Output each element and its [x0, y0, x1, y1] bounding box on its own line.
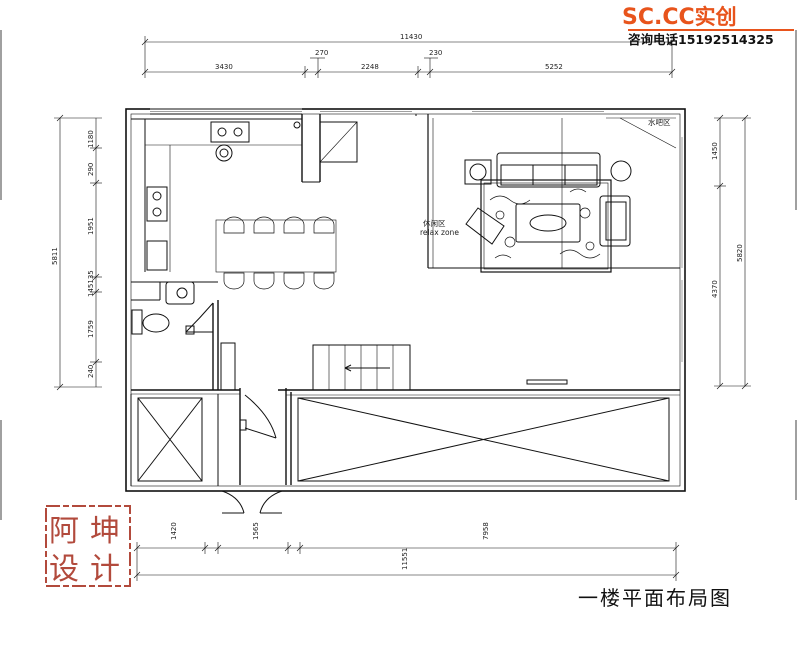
dim-right-seg-2: 4370: [711, 280, 719, 298]
dim-left-seg-4: 145135: [87, 270, 95, 297]
dim-left-seg-3: 1951: [87, 217, 95, 235]
dim-right-seg-1: 1450: [711, 142, 719, 160]
seal-char-1: 阿: [49, 514, 79, 549]
seal-char-2: 坤: [90, 514, 120, 549]
designer-seal: 阿 坤 设 计: [45, 505, 131, 587]
dim-left-seg-2: 290: [87, 163, 95, 176]
dim-top-seg-2: 270: [315, 49, 328, 57]
hotline-number: 15192514325: [678, 32, 774, 47]
dim-bottom-overall: 11551: [401, 548, 409, 570]
dim-left-seg-6: 240: [87, 365, 95, 378]
seal-char-3: 设: [49, 552, 79, 587]
dim-left-seg-5: 1759: [87, 320, 95, 338]
brand-hotline: 咨询电话15192514325: [628, 32, 774, 48]
dim-bottom-seg-3: 7958: [482, 522, 490, 540]
room-label-water-bar: 水吧区: [648, 117, 671, 127]
dim-right-overall: 5820: [736, 244, 744, 262]
hotline-label: 咨询电话: [628, 32, 679, 47]
dim-left-overall: 5811: [51, 247, 59, 265]
dim-bottom-seg-1: 1420: [170, 522, 178, 540]
dim-top-seg-1: 3430: [215, 63, 233, 71]
dim-top-seg-3: 2248: [361, 63, 379, 71]
dim-bottom-seg-2: 1565: [252, 522, 260, 540]
room-label-relax-cn: 休闲区: [423, 218, 446, 228]
brand-divider: [628, 29, 794, 31]
plan-title: 一楼平面布局图: [578, 586, 732, 610]
dim-top-overall: 11430: [400, 33, 422, 41]
seal-char-4: 计: [90, 552, 120, 587]
room-label-relax-en: relax zone: [420, 228, 459, 237]
dim-left-seg-1: 1180: [87, 130, 95, 148]
brand-logo: SC.CC实创: [622, 5, 737, 30]
dim-top-seg-4: 230: [429, 49, 442, 57]
brand-logo-block: SC.CC实创 咨询电话15192514325: [622, 4, 794, 48]
outer-wall: [125, 108, 686, 492]
dim-top-seg-5: 5252: [545, 63, 563, 71]
